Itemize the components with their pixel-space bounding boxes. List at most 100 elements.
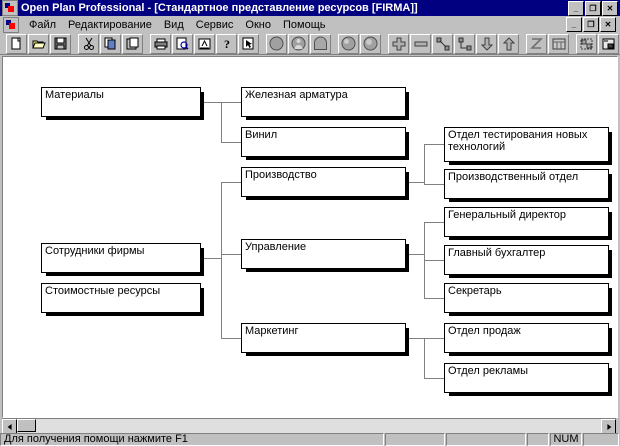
- print-icon[interactable]: [150, 33, 171, 54]
- diagram-node[interactable]: Винил: [241, 127, 409, 160]
- node-shadow: [449, 312, 612, 316]
- add-plus-icon[interactable]: [388, 33, 409, 54]
- diagram-connector: [424, 338, 425, 378]
- menu-item-edit[interactable]: Редактирование: [68, 18, 152, 31]
- node-label: Производство: [245, 169, 317, 181]
- unlink-icon[interactable]: [454, 33, 475, 54]
- mdi-restore-button[interactable]: ❐: [583, 17, 599, 32]
- arrange-icon[interactable]: [598, 33, 619, 54]
- circle-one-icon[interactable]: [338, 33, 359, 54]
- node-label: Отдел тестирования новых технологий: [448, 129, 588, 153]
- window-title: Open Plan Professional - [Стандартное пр…: [21, 2, 418, 14]
- scrollbar-track[interactable]: [17, 419, 601, 434]
- diagram-node[interactable]: Материалы: [41, 87, 204, 120]
- node-shadow: [46, 116, 204, 120]
- diagram-node[interactable]: Стоимостные ресурсы: [41, 283, 204, 316]
- node-shadow-right: [405, 244, 409, 272]
- diagram-connector: [424, 260, 444, 261]
- node-shadow: [449, 161, 612, 165]
- remove-minus-icon[interactable]: [410, 33, 431, 54]
- diagram-node[interactable]: Отдел тестирования новых технологий: [444, 127, 612, 165]
- diagram-node[interactable]: Отдел рекламы: [444, 363, 612, 396]
- cut-scissors-icon[interactable]: [78, 33, 99, 54]
- node-label: Секретарь: [448, 285, 502, 297]
- diagram-node[interactable]: Сотрудники фирмы: [41, 243, 204, 276]
- scrollbar-thumb[interactable]: [17, 419, 36, 432]
- layout-icon[interactable]: [576, 33, 597, 54]
- node-label: Маркетинг: [245, 325, 299, 337]
- node-label: Железная арматура: [245, 89, 348, 101]
- mdi-window-controls: _ ❐ ✕: [565, 17, 616, 32]
- move-down-icon[interactable]: [476, 33, 497, 54]
- move-up-icon[interactable]: [498, 33, 519, 54]
- diagram-connector: [424, 338, 444, 339]
- diagram-node[interactable]: Генеральный директор: [444, 207, 612, 240]
- circle-two-icon[interactable]: [360, 33, 381, 54]
- diagram-node[interactable]: Главный бухгалтер: [444, 245, 612, 278]
- menu-item-help[interactable]: Помощь: [282, 18, 326, 31]
- paste-icon[interactable]: [122, 33, 143, 54]
- title-bar[interactable]: Open Plan Professional - [Стандартное пр…: [0, 0, 620, 16]
- diagram-connector: [406, 338, 424, 339]
- sort-icon[interactable]: [194, 33, 215, 54]
- diagram-node[interactable]: Маркетинг: [241, 323, 409, 356]
- close-icon: ✕: [606, 3, 614, 13]
- app-icon: [2, 0, 18, 16]
- node-shadow-right: [608, 212, 612, 240]
- status-panel-2: [446, 433, 526, 446]
- diagram-connector: [424, 144, 444, 145]
- node-label: Главный бухгалтер: [448, 247, 546, 259]
- node-shadow-right: [200, 92, 204, 120]
- mdi-close-button[interactable]: ✕: [600, 17, 616, 32]
- print-preview-icon[interactable]: [172, 33, 193, 54]
- link-icon[interactable]: [432, 33, 453, 54]
- node-shadow: [246, 352, 409, 356]
- help-pointer-icon[interactable]: [238, 33, 259, 54]
- menu-item-window[interactable]: Окно: [245, 18, 271, 31]
- diagram-node[interactable]: Отдел продаж: [444, 323, 612, 356]
- close-button[interactable]: ✕: [602, 0, 618, 16]
- mdi-document-icon[interactable]: [3, 16, 19, 33]
- zigzag-icon[interactable]: [526, 33, 547, 54]
- restore-button[interactable]: ❐: [585, 0, 601, 16]
- new-document-icon[interactable]: [6, 33, 27, 54]
- node-shadow-right: [608, 368, 612, 396]
- help-question-icon[interactable]: ?: [216, 33, 237, 54]
- node-shadow: [449, 392, 612, 396]
- node-shadow: [246, 116, 409, 120]
- diagram-connector: [221, 338, 241, 339]
- diagram-node[interactable]: Секретарь: [444, 283, 612, 316]
- diagram-node[interactable]: Железная арматура: [241, 87, 409, 120]
- open-folder-icon[interactable]: [28, 33, 49, 54]
- resource-round-icon[interactable]: [266, 33, 287, 54]
- scroll-left-arrow-icon[interactable]: [2, 419, 17, 434]
- minimize-button[interactable]: _: [568, 0, 584, 16]
- diagram-node[interactable]: Управление: [241, 239, 409, 272]
- horizontal-scrollbar[interactable]: [2, 418, 616, 434]
- grid-view-icon[interactable]: [548, 33, 569, 54]
- menu-item-service[interactable]: Сервис: [195, 18, 234, 31]
- diagram-node[interactable]: Производство: [241, 167, 409, 200]
- diagram-connector: [424, 222, 444, 223]
- diagram-connector: [201, 102, 221, 103]
- mdi-minimize-button[interactable]: _: [566, 17, 582, 32]
- resource-shape-icon[interactable]: [310, 33, 331, 54]
- node-label: Генеральный директор: [448, 209, 566, 221]
- diagram-connector: [221, 102, 222, 142]
- svg-text:?: ?: [224, 37, 230, 50]
- diagram-connector: [424, 298, 444, 299]
- diagram-node[interactable]: Производственный отдел: [444, 169, 612, 202]
- save-disk-icon[interactable]: [50, 33, 71, 54]
- node-label: Отдел продаж: [448, 325, 521, 337]
- scroll-right-arrow-icon[interactable]: [601, 419, 616, 434]
- menu-item-file[interactable]: Файл: [29, 18, 57, 31]
- menu-bar: Файл Редактирование Вид Сервис Окно Помо…: [0, 16, 620, 34]
- copy-icon[interactable]: [100, 33, 121, 54]
- menu-item-view[interactable]: Вид: [163, 18, 184, 31]
- diagram-connector: [221, 254, 241, 255]
- resource-person-icon[interactable]: [288, 33, 309, 54]
- minimize-icon: _: [573, 3, 579, 13]
